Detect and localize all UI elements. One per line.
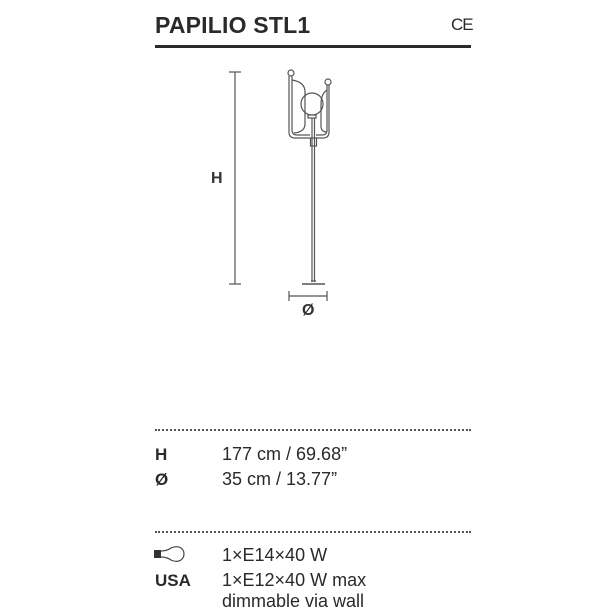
truncated-note: dimmable via wall	[222, 591, 365, 611]
ce-mark: CE	[451, 15, 474, 34]
bulb-icon	[154, 546, 185, 562]
diameter-dimension-line	[288, 291, 328, 301]
dimension-label-height: H	[155, 445, 168, 464]
lamping-label-usa: USA	[155, 571, 191, 590]
product-title: PAPILIO STL1	[155, 12, 311, 38]
dimension-value-height: 177 cm / 69.68”	[222, 444, 348, 464]
height-dimension-line	[229, 71, 241, 285]
dimension-value-diameter: 35 cm / 13.77”	[222, 469, 338, 489]
dotted-divider	[155, 429, 471, 431]
floor-lamp-outline	[287, 69, 332, 285]
lamping-value-standard: 1×E14×40 W	[222, 545, 328, 565]
title-rule	[155, 45, 471, 48]
dotted-divider	[155, 531, 471, 533]
dimension-label-diameter: Ø	[155, 470, 169, 489]
height-label: H	[211, 170, 223, 187]
lamping-value-usa: 1×E12×40 W max	[222, 570, 367, 590]
diameter-label: Ø	[302, 302, 315, 319]
